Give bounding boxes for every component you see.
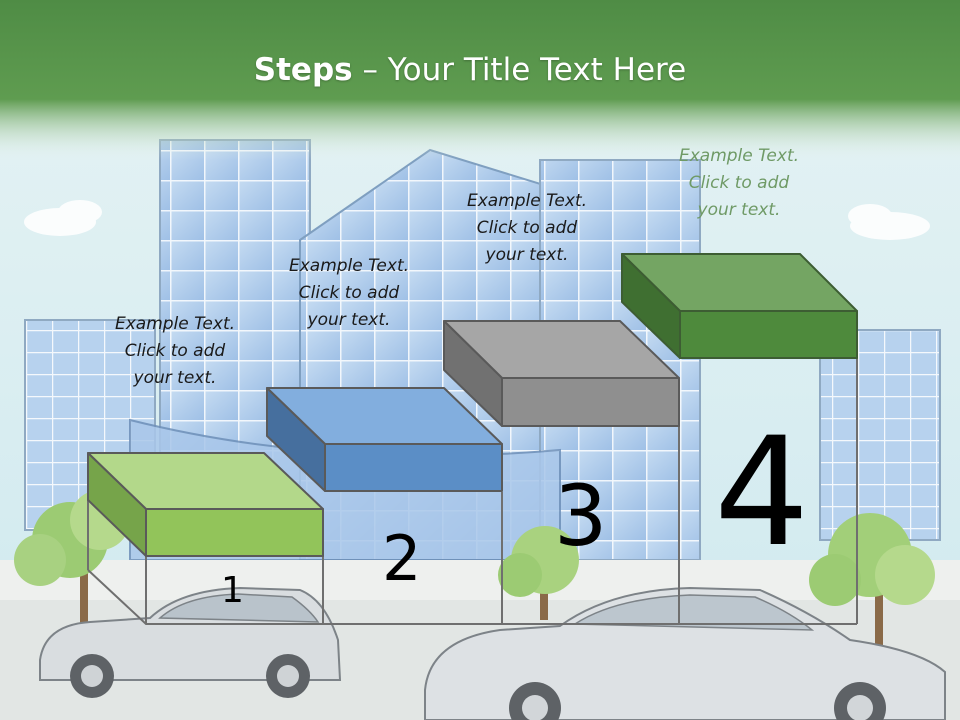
step-1-number: 1 <box>221 570 244 611</box>
slide-title[interactable]: Steps – Your Title Text Here <box>0 52 940 88</box>
step-2-number: 2 <box>382 522 422 595</box>
step-3-caption[interactable]: Example Text. Click to add your text. <box>442 188 612 269</box>
caption-line: your text. <box>307 310 391 330</box>
step-1-block <box>87 452 324 557</box>
step-4-number: 4 <box>714 406 810 580</box>
title-rest-part: – Your Title Text Here <box>352 52 687 88</box>
step-4-block <box>621 253 858 359</box>
step-4-caption[interactable]: Example Text. Click to add your text. <box>654 143 824 224</box>
step-3-block <box>443 320 680 427</box>
building-far-right <box>819 329 941 541</box>
cloud-right-icon <box>848 204 930 240</box>
step-1-caption[interactable]: Example Text. Click to add your text. <box>90 311 260 392</box>
tree-mid-icon <box>498 526 579 620</box>
tree-right-icon <box>809 513 935 650</box>
caption-line: your text. <box>697 200 781 220</box>
caption-line: Click to add <box>688 173 790 193</box>
title-bold-part: Steps <box>253 52 353 88</box>
step-2-caption[interactable]: Example Text. Click to add your text. <box>264 253 434 334</box>
caption-line: Click to add <box>476 218 578 238</box>
caption-line: Click to add <box>124 341 226 361</box>
caption-line: your text. <box>485 245 569 265</box>
steps-outline <box>87 358 858 625</box>
car-left-icon <box>39 586 342 698</box>
caption-line: Example Text. <box>678 146 800 166</box>
header-band <box>0 0 960 160</box>
step-3-number: 3 <box>554 467 608 565</box>
caption-line: your text. <box>133 368 217 388</box>
caption-line: Example Text. <box>114 314 236 334</box>
car-right-icon <box>424 586 946 720</box>
caption-line: Example Text. <box>288 256 410 276</box>
step-2-block <box>266 387 503 492</box>
cloud-left-icon <box>24 200 102 236</box>
caption-line: Click to add <box>298 283 400 303</box>
caption-line: Example Text. <box>466 191 588 211</box>
